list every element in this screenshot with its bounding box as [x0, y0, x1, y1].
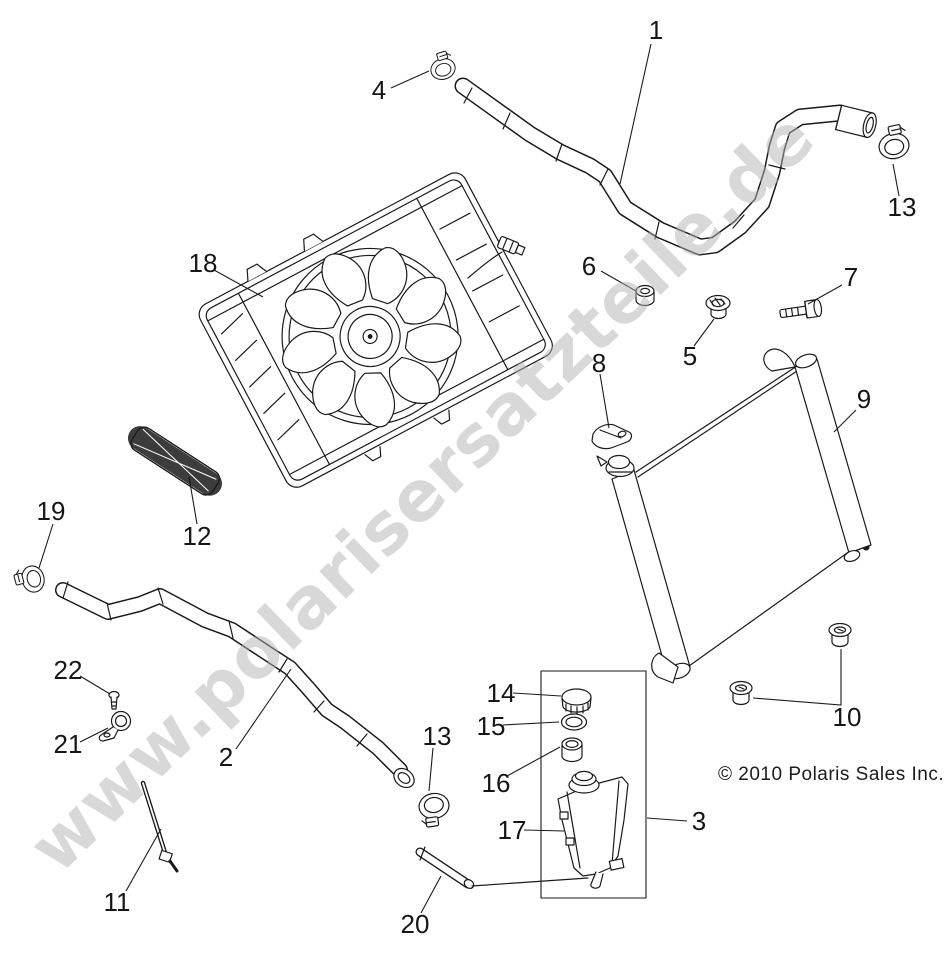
callout-label-13-12: 13	[887, 192, 917, 222]
part-20-hose	[415, 846, 589, 889]
part-2-lower-hose	[55, 581, 415, 789]
part-22-screw	[108, 690, 120, 710]
callout-label-18-18: 18	[188, 248, 218, 278]
callout-label-21-21: 21	[53, 729, 83, 759]
part-17-coolant-bottle	[557, 770, 629, 889]
part-15-seal-ring	[560, 713, 588, 731]
part-10-grommets	[729, 622, 852, 706]
callout-label-15-15: 15	[476, 711, 506, 741]
part-9-radiator	[596, 348, 872, 684]
callout-label-9-8: 9	[856, 384, 872, 414]
callout-label-13-13: 13	[422, 721, 452, 751]
part-11-rod	[140, 780, 179, 873]
callout-label-1-0: 1	[648, 15, 664, 45]
part-3-reservoir-assembly-box	[540, 670, 647, 899]
callout-label-7-6: 7	[843, 262, 859, 292]
fan-blades	[282, 246, 462, 428]
callout-label-10-9: 10	[832, 702, 862, 732]
callout-label-3-2: 3	[691, 806, 707, 836]
part-5-grommet	[705, 294, 731, 320]
callout-label-14-14: 14	[486, 678, 516, 708]
part-6-nut	[635, 284, 655, 307]
callout-label-20-20: 20	[400, 909, 430, 939]
copyright-text: © 2010 Polaris Sales Inc.	[718, 764, 945, 785]
callout-label-5-4: 5	[682, 341, 698, 371]
part-14-cap	[561, 688, 592, 715]
callout-label-6-5: 6	[581, 251, 597, 281]
callout-label-2-1: 2	[218, 742, 234, 772]
callout-label-4-3: 4	[371, 75, 387, 105]
callout-label-16-16: 16	[481, 768, 511, 798]
part-1-upper-hose	[454, 77, 877, 256]
part-12-mesh-sleeve	[127, 426, 224, 497]
callout-label-11-10: 11	[103, 887, 131, 917]
part-19-clamp	[12, 562, 48, 597]
callout-label-19-19: 19	[36, 496, 66, 526]
callout-label-12-11: 12	[182, 521, 212, 551]
part-4-clamp	[425, 49, 459, 84]
part-8-bracket	[591, 423, 633, 450]
callout-label-8-7: 8	[591, 348, 607, 378]
callout-label-17-17: 17	[497, 815, 527, 845]
part-18-fan-shroud-assembly	[198, 172, 553, 488]
part-21-p-clamp	[98, 710, 132, 742]
part-13-clamp-bottom	[416, 790, 453, 829]
part-13-clamp-top	[874, 122, 912, 162]
part-7-bolt	[779, 298, 823, 319]
callout-label-22-22: 22	[53, 655, 83, 685]
part-16-bushing	[561, 737, 583, 763]
